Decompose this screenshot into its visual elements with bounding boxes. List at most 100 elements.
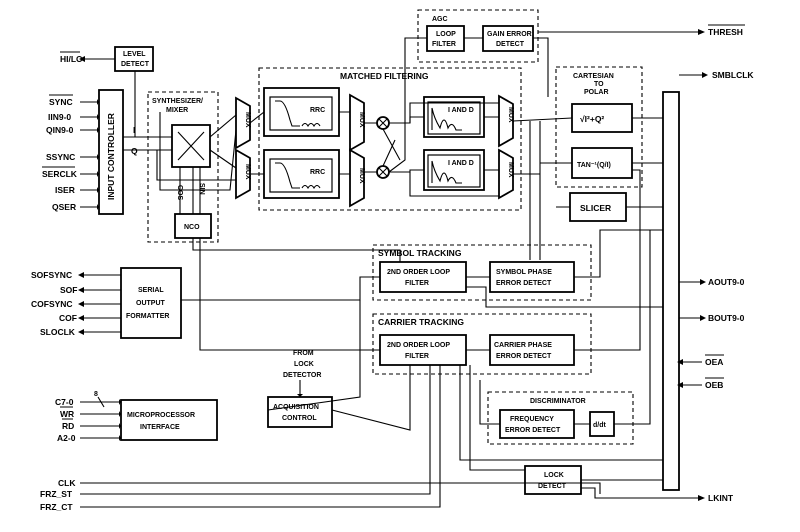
gain-error-text-2: DETECT [496,41,525,48]
symbol-loop-filter-block [379,261,467,293]
a2-pin: A2-0 [57,433,76,443]
carrier-tracking-label: CARRIER TRACKING [378,317,464,327]
wr-pin: WR [60,409,74,419]
car-loop-text-2: FILTER [405,353,429,360]
rd-pin: RD [62,421,74,431]
sym-loop-text-2: FILTER [405,280,429,287]
sof-pin: SOF [60,285,77,295]
serial-output-formatter-block [120,267,182,339]
rrc-upper-text: RRC [310,107,325,114]
nco-text: NCO [184,224,200,231]
sym-phase-text-1: SYMBOL PHASE [496,269,552,276]
sym-loop-text-1: 2ND ORDER LOOP [387,269,450,276]
from-lock-text-1: FROM [293,350,314,357]
mux-2-lower [349,148,365,208]
symbol-tracking-group [372,244,592,301]
mux-3-lower-text: MUX [507,162,514,178]
clk-pin: CLK [58,478,76,488]
oea-pin: OEA [705,357,723,367]
iin-pin: IIN9-0 [48,112,71,122]
derivative-block [589,411,615,437]
micro-text-2: INTERFACE [140,424,180,431]
cart-label-3: POLAR [584,89,609,96]
car-phase-text-2: ERROR DETECT [496,353,552,360]
frz-st-pin: FRZ_ST [40,489,73,499]
qin-pin: QIN9-0 [46,125,74,135]
gain-error-text-1: GAIN ERROR [487,31,532,38]
nco-block [174,213,212,239]
sin-label: SIN [198,183,205,195]
oeb-pin: OEB [705,380,723,390]
discriminator-group [487,391,634,445]
carrier-tracking-group [372,313,592,375]
mux-3-upper [498,94,514,148]
bus-width-label: 8 [94,391,98,398]
lock-detect-block [524,465,582,495]
frz-ct-pin: FRZ_CT [40,502,73,512]
synth-label-1: SYNTHESIZER/ [152,98,203,105]
output-bus [662,91,680,491]
matched-filtering-label: MATCHED FILTERING [340,71,429,81]
discriminator-label: DISCRIMINATOR [530,398,586,405]
from-lock-text-3: DETECTOR [283,372,321,379]
aout-pin: AOUT9-0 [708,277,745,287]
car-phase-text-1: CARRIER PHASE [494,342,552,349]
lock-text-1: LOCK [544,472,564,479]
hi-lo-pin: HI/LO [60,54,83,64]
input-controller-text: INPUT CONTROLLER [106,113,116,200]
acq-text-1: ACQUISITION [273,404,319,411]
arctan-text: TAN⁻¹(Q/I) [577,162,611,169]
agc-group [417,9,539,63]
agc-loop-text-1: LOOP [436,31,456,38]
bout-pin: BOUT9-0 [708,313,745,323]
level-detect-block [114,46,154,72]
symbol-tracking-label: SYMBOL TRACKING [378,248,462,258]
lock-text-2: DETECT [538,483,567,490]
i-and-d-lower-text: I AND D [448,160,474,167]
rrc-lower-text: RRC [310,169,325,176]
synth-label-2: MIXER [166,107,188,114]
cart-label-2: TO [594,81,604,88]
agc-label: AGC [432,16,448,23]
sloclk-pin: SLOCLK [40,327,76,337]
mux-1-lower-text: MUX [244,164,251,180]
mux-2-lower-text: MUX [358,168,365,184]
slicer-text: SLICER [580,203,611,213]
thresh-pin: THRESH [708,27,743,37]
matched-filtering-group [258,67,522,211]
carrier-loop-filter-block [379,334,467,366]
mux-3-upper-text: MUX [507,107,514,123]
mux-3-lower [498,148,514,200]
serial-text-1: SERIAL [138,287,164,294]
symbol-phase-error-block [489,261,575,293]
sym-phase-text-2: ERROR DETECT [496,280,552,287]
mux-1-lower [235,148,251,200]
microprocessor-interface-block [120,399,218,441]
micro-text-1: MICROPROCESSOR [127,412,195,419]
magnitude-text: √I²+Q² [580,114,604,124]
sofsync-pin: SOFSYNC [31,270,72,280]
serial-text-2: OUTPUT [136,300,166,307]
cart-label-1: CARTESIAN [573,73,614,80]
mux-2-upper [349,93,365,152]
level-detect-text-2: DETECT [121,61,150,68]
from-lock-text-2: LOCK [294,361,314,368]
carrier-phase-error-block [489,334,575,366]
input-controller-block [98,89,124,215]
i-signal-label: I [133,125,135,135]
freq-text-2: ERROR DETECT [505,427,561,434]
i-and-d-upper-text: I AND D [448,107,474,114]
serclk-pin: SERCLK [42,169,78,179]
serial-text-3: FORMATTER [126,313,169,320]
acquisition-control-block [267,396,333,428]
iser-pin: ISER [55,185,75,195]
ssync-pin: SSYNC [46,152,75,162]
car-loop-text-1: 2ND ORDER LOOP [387,342,450,349]
smblclk-pin: SMBLCLK [712,70,754,80]
q-signal-label: Q [131,146,138,156]
agc-loop-text-2: FILTER [432,41,456,48]
acq-text-2: CONTROL [282,415,317,422]
cof-pin: COF [59,313,77,323]
cartesian-polar-group [555,66,643,188]
